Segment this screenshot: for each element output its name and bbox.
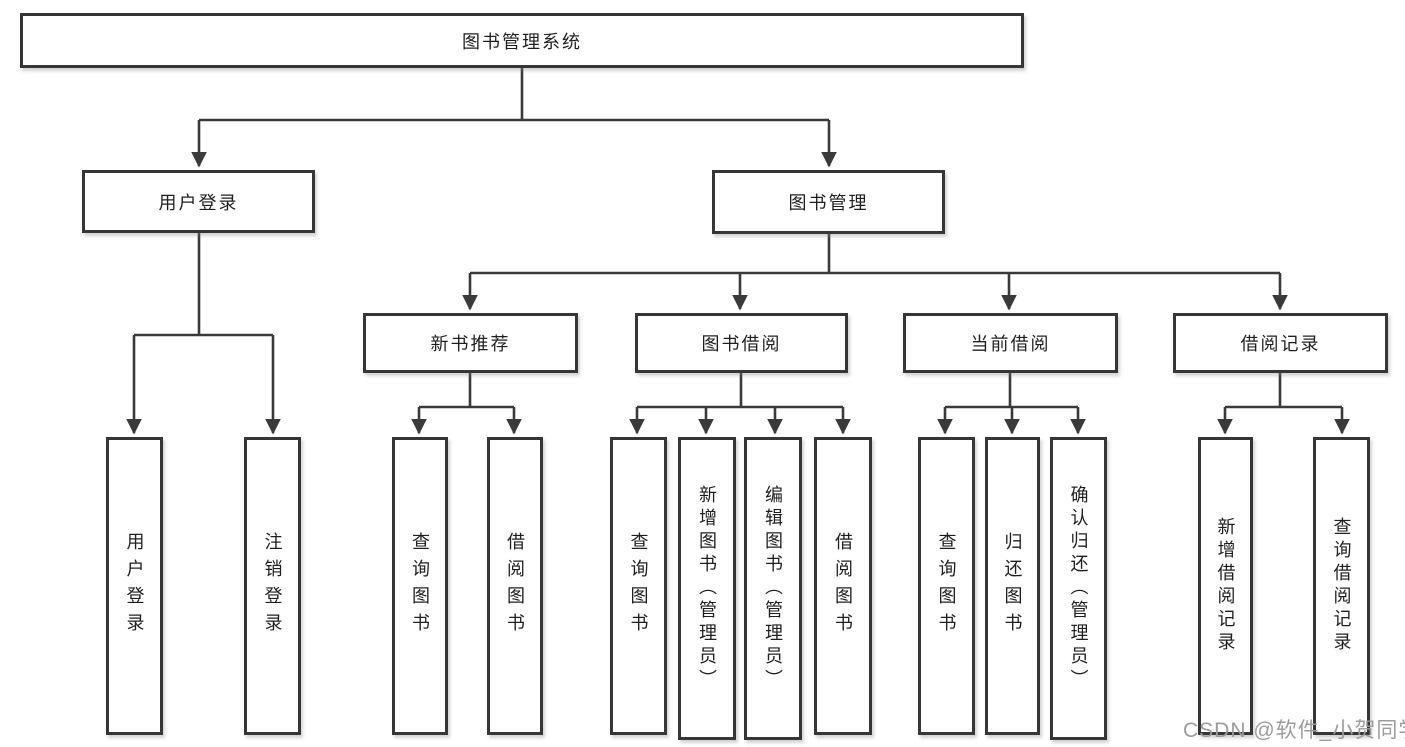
- leaf-user-login: 用户登录: [106, 437, 163, 735]
- leaf-add-borrow-record: 新增借阅记录: [1198, 437, 1253, 735]
- leaf-borrow-books: 借阅图书: [814, 437, 872, 735]
- leaf-query-books-current: 查询图书: [918, 437, 975, 735]
- node-book-management-branch: 图书管理: [712, 170, 945, 234]
- csdn-watermark: CSDN @软件_小贺同学: [1183, 719, 1405, 742]
- node-borrow-record: 借阅记录: [1173, 313, 1388, 373]
- node-new-book-recommend: 新书推荐: [363, 313, 578, 373]
- leaf-confirm-return-admin: 确认归还（管理员）: [1050, 437, 1107, 740]
- node-root-library-system: 图书管理系统: [20, 13, 1024, 68]
- leaf-query-books-recommend: 查询图书: [392, 437, 448, 735]
- leaf-logout: 注销登录: [244, 437, 301, 735]
- node-user-login-branch: 用户登录: [82, 170, 315, 233]
- leaf-query-borrow-record: 查询借阅记录: [1313, 437, 1370, 735]
- node-current-borrow: 当前借阅: [903, 313, 1118, 373]
- leaf-borrow-books-recommend: 借阅图书: [487, 437, 543, 735]
- leaf-return-books: 归还图书: [985, 437, 1040, 735]
- leaf-query-books-borrow: 查询图书: [610, 437, 667, 735]
- leaf-edit-books-admin: 编辑图书（管理员）: [744, 437, 802, 740]
- leaf-add-books-admin: 新增图书（管理员）: [678, 437, 736, 740]
- node-book-borrow: 图书借阅: [635, 313, 848, 373]
